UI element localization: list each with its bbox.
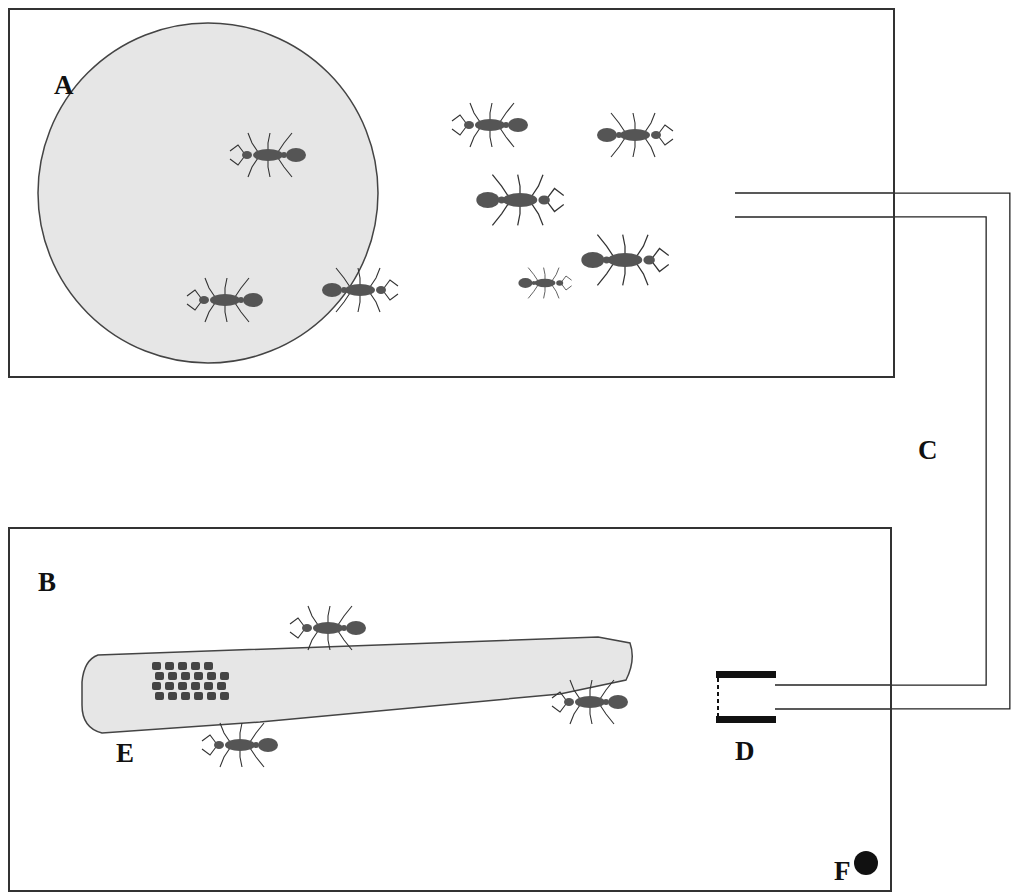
ant xyxy=(452,103,528,147)
ant xyxy=(597,113,673,157)
ant xyxy=(581,235,668,286)
ant xyxy=(476,175,563,226)
brood-pile xyxy=(152,662,229,700)
tube-inside-b xyxy=(775,685,892,709)
tube-letter: C xyxy=(916,436,940,465)
part-letter: E xyxy=(116,740,134,767)
box-letter: A xyxy=(54,72,74,99)
part-letter: D xyxy=(735,738,755,765)
ant xyxy=(290,606,366,650)
tube-entrance xyxy=(716,671,776,723)
ant xyxy=(202,723,278,767)
foraging-arena xyxy=(38,23,378,363)
box-letter: B xyxy=(38,569,56,596)
ant xyxy=(230,133,306,177)
food-dot xyxy=(854,851,878,875)
enclosure-box: B xyxy=(8,527,892,892)
tube-connector xyxy=(892,205,998,697)
enclosure-box: A xyxy=(8,8,895,378)
nest-chamber xyxy=(82,637,632,733)
ant xyxy=(518,268,571,299)
ant xyxy=(322,268,398,312)
ant xyxy=(552,680,628,724)
ant xyxy=(187,278,263,322)
tube-inside-a xyxy=(735,193,895,217)
part-letter: F xyxy=(834,858,851,885)
ants xyxy=(187,103,673,767)
